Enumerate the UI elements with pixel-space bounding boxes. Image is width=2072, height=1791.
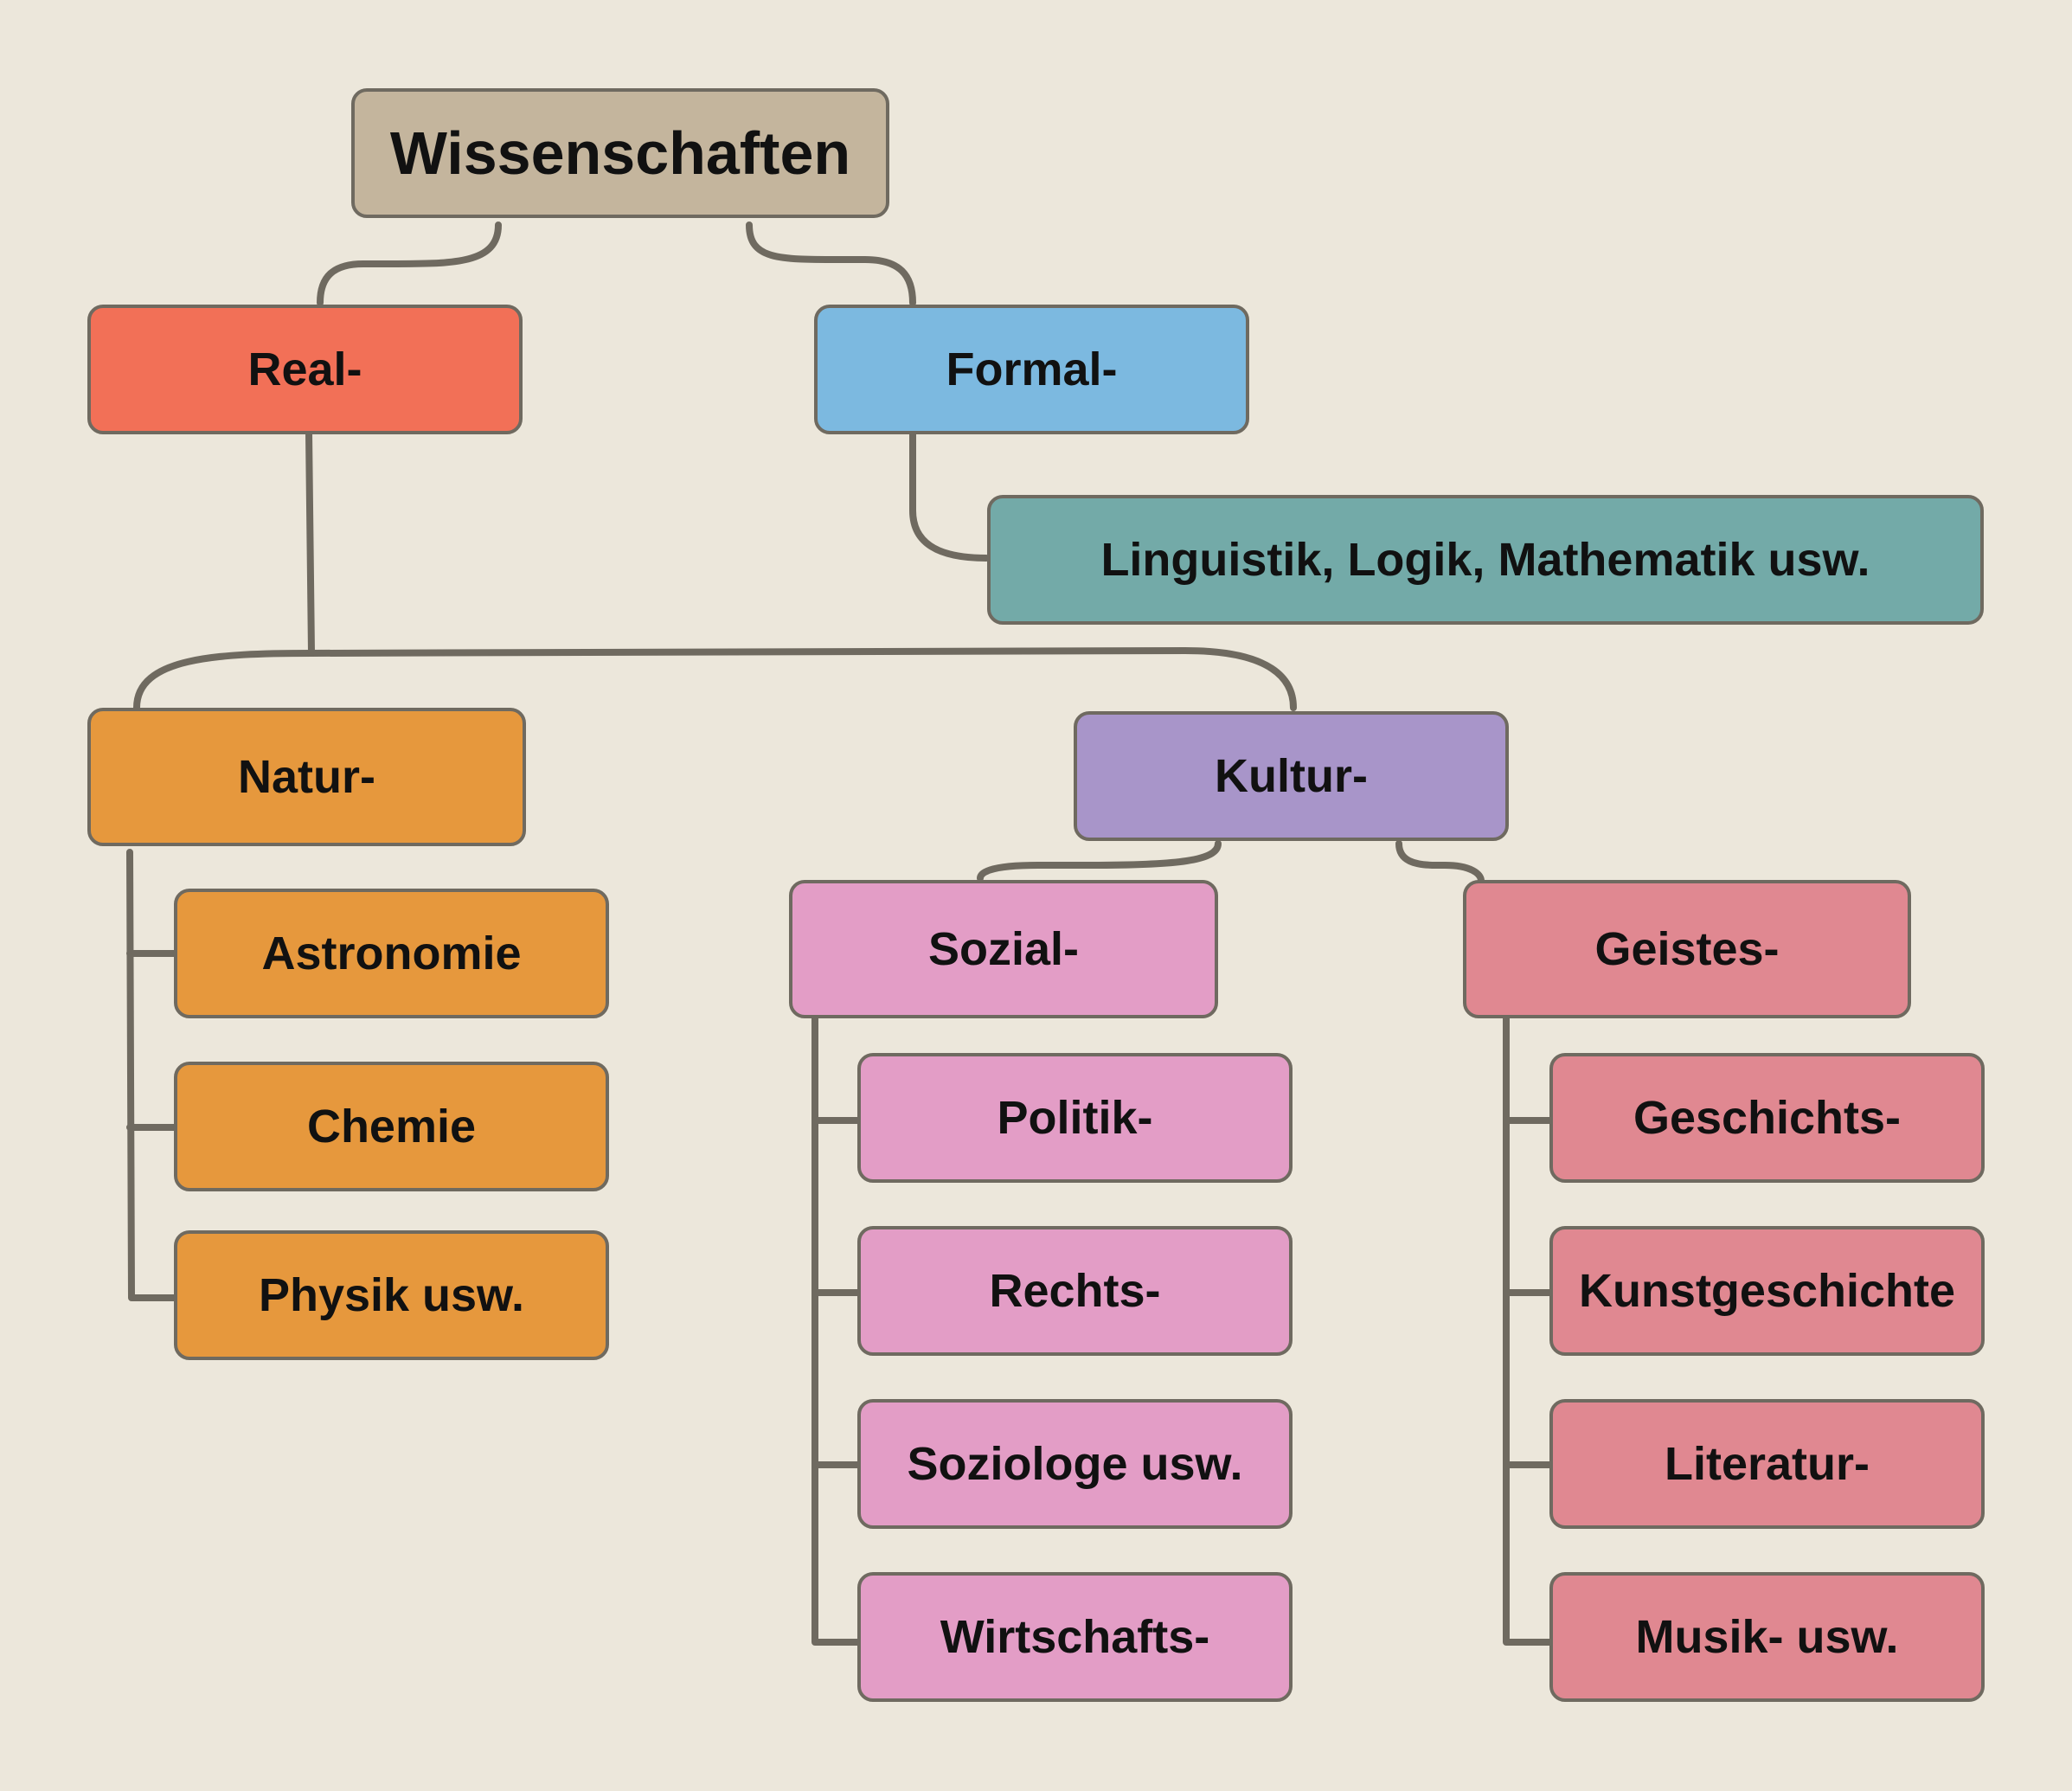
node-kunstgeschichte: Kunstgeschichte xyxy=(1549,1226,1985,1356)
node-real: Real- xyxy=(87,305,523,434)
node-geschichts: Geschichts- xyxy=(1549,1053,1985,1183)
node-geistes: Geistes- xyxy=(1463,880,1911,1018)
node-wissenschaften: Wissenschaften xyxy=(351,88,889,218)
connector-kultur-geistes xyxy=(1395,840,1485,884)
connector-kultur-sozial xyxy=(977,840,1222,882)
node-soziologe: Soziologe usw. xyxy=(857,1399,1293,1529)
connector-formal-examples xyxy=(909,429,990,562)
node-wirtschafts: Wirtschafts- xyxy=(857,1572,1293,1702)
node-rechts: Rechts- xyxy=(857,1226,1293,1356)
node-sozial: Sozial- xyxy=(789,880,1218,1018)
node-natur: Natur- xyxy=(87,708,526,846)
connector-geistes-children xyxy=(1503,1015,1554,1646)
node-literatur: Literatur- xyxy=(1549,1399,1985,1529)
connector-natur-children xyxy=(126,849,179,1301)
node-physik: Physik usw. xyxy=(174,1230,609,1360)
node-musik: Musik- usw. xyxy=(1549,1572,1985,1702)
node-chemie: Chemie xyxy=(174,1062,609,1191)
node-kultur: Kultur- xyxy=(1074,711,1509,841)
node-astronomie: Astronomie xyxy=(174,889,609,1018)
node-formal: Formal- xyxy=(814,305,1249,434)
node-politik: Politik- xyxy=(857,1053,1293,1183)
connector-root-real xyxy=(317,221,502,306)
node-formal-examples: Linguistik, Logik, Mathematik usw. xyxy=(987,495,1984,625)
connector-sozial-children xyxy=(811,1015,862,1646)
connector-real-stem xyxy=(305,429,315,657)
connector-root-formal xyxy=(746,221,916,306)
connector-real-natur-kultur xyxy=(133,647,1297,711)
